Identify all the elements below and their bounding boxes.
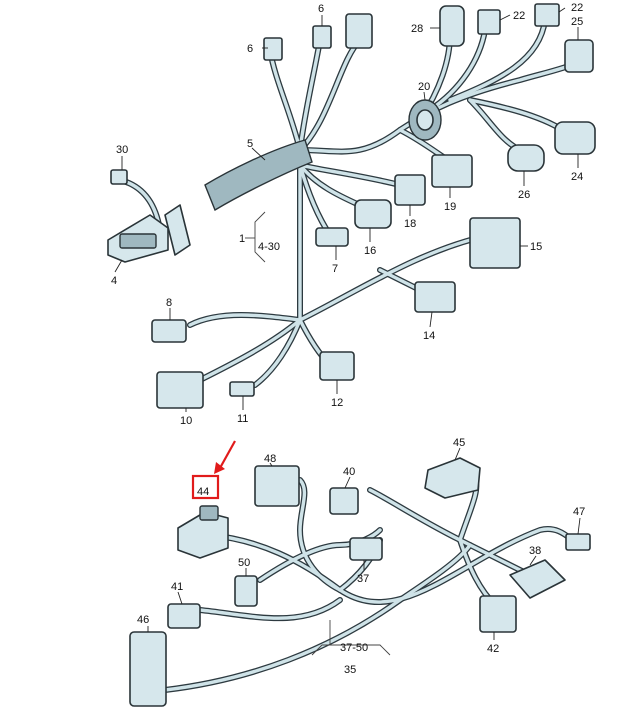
connector-47 bbox=[565, 533, 591, 551]
connector-18 bbox=[394, 174, 426, 206]
connector-22a bbox=[477, 9, 501, 35]
label-37-50: 37-50 bbox=[340, 642, 368, 654]
connector-11 bbox=[229, 381, 255, 397]
upper-harness-wires bbox=[117, 17, 583, 388]
label-30: 30 bbox=[116, 144, 128, 156]
connector-14 bbox=[414, 281, 456, 313]
connector-top-center bbox=[345, 13, 373, 49]
connector-24 bbox=[554, 121, 596, 155]
connector-15 bbox=[469, 217, 521, 269]
label-48: 48 bbox=[264, 453, 276, 465]
connector-19 bbox=[431, 154, 473, 188]
connector-10 bbox=[156, 371, 204, 409]
connector-8 bbox=[151, 319, 187, 343]
label-38: 38 bbox=[529, 545, 541, 557]
connector-50 bbox=[234, 575, 258, 607]
label-22a: 22 bbox=[513, 10, 525, 22]
label-37: 37 bbox=[357, 573, 369, 585]
connector-42 bbox=[479, 595, 517, 633]
label-11: 11 bbox=[237, 413, 248, 425]
label-25: 25 bbox=[571, 16, 583, 28]
connector-38 bbox=[509, 559, 566, 599]
label-15: 15 bbox=[530, 241, 542, 253]
label-1: 1 bbox=[239, 233, 245, 245]
label-44: 44 bbox=[197, 486, 209, 498]
connector-7 bbox=[315, 227, 349, 247]
connector-45 bbox=[424, 457, 481, 499]
group-bracket-4-30 bbox=[245, 211, 266, 263]
connector-41 bbox=[167, 603, 201, 629]
label-7: 7 bbox=[332, 263, 338, 275]
label-50: 50 bbox=[238, 557, 250, 569]
part-labels: 30 4 5 6 6 28 22 22 25 20 26 24 19 18 16… bbox=[111, 2, 585, 676]
connector-6a bbox=[263, 37, 283, 61]
label-22b: 22 bbox=[571, 2, 583, 14]
label-42: 42 bbox=[487, 643, 499, 655]
label-35: 35 bbox=[344, 664, 356, 676]
label-26: 26 bbox=[518, 189, 530, 201]
label-18: 18 bbox=[404, 218, 416, 230]
label-4: 4 bbox=[111, 275, 117, 287]
bracket-plate bbox=[164, 204, 191, 256]
highlight-marker bbox=[191, 440, 236, 500]
connector-4 bbox=[107, 214, 169, 263]
label-28: 28 bbox=[411, 23, 423, 35]
connector-44 bbox=[177, 505, 229, 559]
label-24: 24 bbox=[571, 171, 583, 183]
connector-40 bbox=[329, 487, 359, 515]
connector-46 bbox=[129, 631, 167, 707]
connector-28 bbox=[439, 5, 465, 47]
label-20: 20 bbox=[418, 81, 430, 93]
loom-5 bbox=[204, 139, 313, 212]
label-16: 16 bbox=[364, 245, 376, 257]
connector-48 bbox=[254, 465, 300, 507]
label-6b: 6 bbox=[318, 3, 324, 15]
label-19: 19 bbox=[444, 201, 456, 213]
connector-37 bbox=[349, 537, 383, 561]
label-12: 12 bbox=[331, 397, 343, 409]
label-14: 14 bbox=[423, 330, 435, 342]
label-6a: 6 bbox=[247, 43, 253, 55]
grommet-20 bbox=[408, 99, 442, 141]
group-bracket-37-50 bbox=[311, 620, 391, 656]
label-4-30: 4-30 bbox=[258, 241, 280, 253]
label-45: 45 bbox=[453, 437, 465, 449]
connector-12 bbox=[319, 351, 355, 381]
leader-lines bbox=[114, 7, 581, 640]
label-8: 8 bbox=[166, 297, 172, 309]
connector-16 bbox=[354, 199, 392, 229]
label-47: 47 bbox=[573, 506, 585, 518]
connector-22b bbox=[534, 3, 560, 27]
label-5: 5 bbox=[247, 138, 253, 150]
connector-26 bbox=[507, 144, 545, 172]
lower-harness-wires bbox=[162, 477, 583, 693]
connector-25 bbox=[564, 39, 594, 73]
label-46: 46 bbox=[137, 614, 149, 626]
connector-30 bbox=[110, 169, 128, 185]
label-40: 40 bbox=[343, 466, 355, 478]
label-10: 10 bbox=[180, 415, 192, 427]
connector-6b bbox=[312, 25, 332, 49]
label-41: 41 bbox=[171, 581, 183, 593]
